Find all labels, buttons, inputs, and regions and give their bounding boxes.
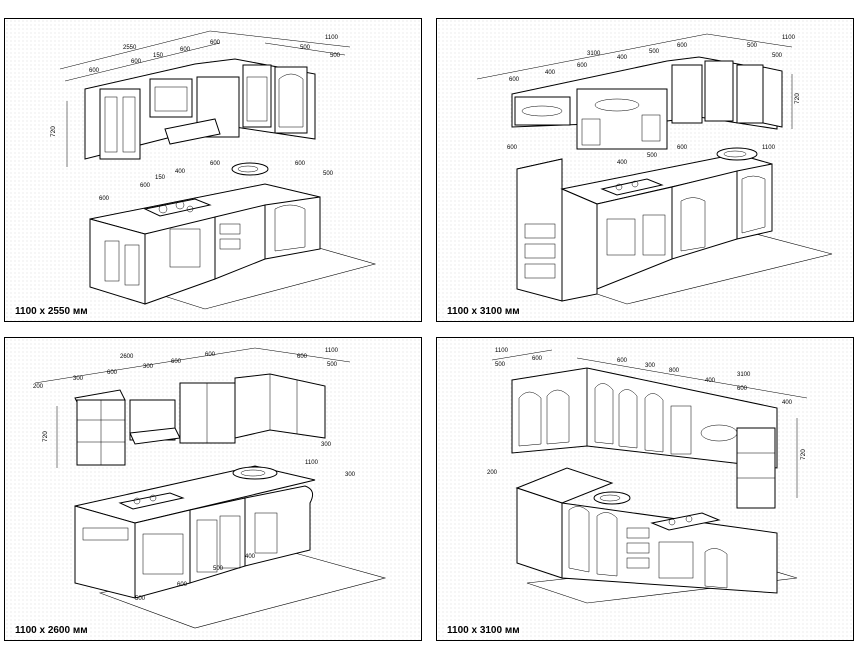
dim-label: 400 [617,160,628,166]
dim-label: 800 [669,368,680,374]
dim-label: 600 [177,582,188,588]
dim-side-length: 1100 [325,348,339,354]
dim-label: 500 [330,53,341,59]
dim-height: 720 [50,126,57,137]
dim-label: 600 [210,161,221,167]
dim-label: 600 [210,40,221,46]
dim-label: 400 [782,400,793,406]
dim-label: 600 [180,47,191,53]
kitchen-drawing-4: 720 1100 500 600 3100 600 300 800 400 60… [487,348,808,604]
dim-label: 400 [705,378,716,384]
wall-cabinets [74,373,326,466]
dim-label: 600 [532,356,543,362]
dim-label: 600 [205,352,216,358]
kitchen-panel-1: 720 2550 1100 600 600 150 600 600 500 50… [4,18,422,322]
dim-label: 600 [617,358,628,364]
kitchen-drawing-2: 720 3100 1100 600 400 600 400 500 600 50… [476,33,833,305]
dim-label: 600 [140,183,151,189]
panel-caption: 1100 x 2550 мм [13,306,90,317]
dim-height: 720 [794,93,801,104]
dim-label: 600 [131,59,142,65]
dim-label: 600 [677,43,688,49]
base-cabinets [74,465,316,599]
kitchen-drawing-3: 720 2600 1100 200 300 600 300 600 600 60… [33,347,387,629]
dim-total-length: 2550 [123,45,137,51]
dim-label: 500 [300,45,311,51]
dim-total-length: 2600 [120,354,134,360]
dim-label: 500 [495,362,506,368]
dim-label: 500 [213,566,224,572]
dim-label: 500 [647,153,658,159]
dim-label: 1100 [762,145,776,151]
dim-label: 500 [649,49,660,55]
dim-label: 300 [645,363,656,369]
dim-label: 600 [297,354,308,360]
dim-label: 600 [295,161,306,167]
panel-caption: 1100 x 3100 мм [445,625,522,636]
dim-label: 500 [135,596,146,602]
dim-label: 300 [73,376,84,382]
dim-label: 600 [577,63,588,69]
dim-label: 400 [617,55,628,61]
dim-label: 500 [323,171,334,177]
wall-cabinets [511,367,778,509]
dim-label: 300 [143,364,154,370]
base-cabinets [89,162,321,305]
dim-label: 300 [321,442,332,448]
dim-label: 600 [677,145,688,151]
dim-label: 200 [33,384,44,390]
dim-label: 1100 [305,460,319,466]
dim-label: 600 [99,196,110,202]
dim-height: 720 [800,449,807,460]
dim-label: 600 [737,386,748,392]
dim-label: 400 [175,169,186,175]
dim-label: 400 [545,70,556,76]
kitchen-panel-2: 720 3100 1100 600 400 600 400 500 600 50… [436,18,854,322]
dim-label: 600 [507,145,518,151]
dim-label: 400 [245,554,256,560]
panel-caption: 1100 x 3100 мм [445,306,522,317]
dim-label: 600 [509,77,520,83]
dim-label: 600 [107,370,118,376]
dim-label: 150 [155,175,166,181]
dim-label: 500 [327,362,338,368]
dim-height: 720 [42,431,49,442]
dim-side-length: 1100 [495,348,509,354]
dim-side-length: 1100 [782,35,796,41]
panel-caption: 1100 x 2600 мм [13,625,90,636]
base-cabinets [515,467,778,594]
dim-label: 200 [487,470,498,476]
kitchen-panel-3: 720 2600 1100 200 300 600 300 600 600 60… [4,337,422,641]
dim-label: 500 [772,53,783,59]
kitchen-panel-4: 720 1100 500 600 3100 600 300 800 400 60… [436,337,854,641]
dim-label: 150 [153,53,164,59]
dim-label: 600 [171,359,182,365]
base-cabinets [516,147,773,302]
dim-total-length: 3100 [737,372,751,378]
dim-total-length: 3100 [587,51,601,57]
dim-side-length: 1100 [325,35,339,41]
dim-label: 300 [345,472,356,478]
wall-cabinets [84,58,316,160]
dim-label: 500 [747,43,758,49]
kitchen-drawing-1: 720 2550 1100 600 600 150 600 600 500 50… [50,30,377,310]
wall-cabinets [511,56,783,150]
dim-label: 600 [89,68,100,74]
